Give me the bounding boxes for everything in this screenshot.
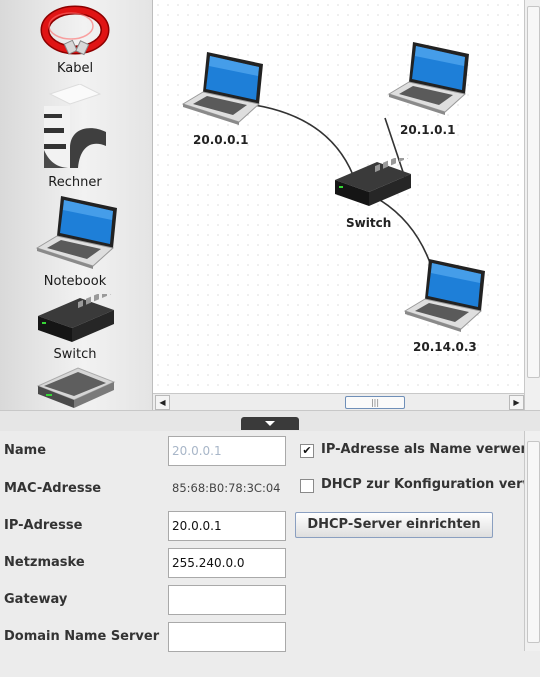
computer-icon <box>44 84 106 168</box>
properties-vertical-scrollbar[interactable] <box>524 431 540 651</box>
notebook-icon <box>35 196 117 269</box>
palette-item-switch[interactable]: Switch <box>0 292 150 364</box>
scrollbar-thumb[interactable] <box>527 441 540 643</box>
palette-item-kabel[interactable]: Kabel <box>0 2 150 82</box>
mac-address-value: 85:68:B0:78:3C:04 <box>172 481 281 495</box>
node-label: 20.1.0.1 <box>400 123 456 137</box>
switch-icon <box>335 150 412 206</box>
netmask-label: Netzmaske <box>4 555 85 570</box>
notebook-icon <box>387 42 469 115</box>
mac-address-label: MAC-Adresse <box>4 481 102 496</box>
ip-as-name-checkbox[interactable]: ✔ IP-Adresse als Name verwenden <box>300 441 540 461</box>
palette-item-router[interactable] <box>0 364 150 410</box>
node-label: 20.0.0.1 <box>193 133 249 147</box>
ip-as-name-label: IP-Adresse als Name verwenden <box>321 442 540 457</box>
netmask-field[interactable]: 255.240.0.0 <box>168 548 286 578</box>
switch-icon <box>38 294 115 342</box>
notebook-icon <box>181 52 263 125</box>
palette-label-rechner: Rechner <box>48 175 102 190</box>
notebook-node[interactable] <box>385 38 471 120</box>
scroll-left-arrow-icon[interactable]: ◀ <box>155 395 170 410</box>
checkbox-checked-icon[interactable]: ✔ <box>300 444 314 458</box>
canvas-horizontal-scrollbar[interactable]: ◀ ||| ▶ <box>153 393 524 411</box>
palette-label-switch: Switch <box>53 347 97 362</box>
dns-field[interactable] <box>168 622 286 652</box>
switch-node[interactable] <box>333 150 413 214</box>
node-label: Switch <box>346 216 392 230</box>
node-label: 20.14.0.3 <box>413 340 477 354</box>
palette-item-rechner[interactable]: Rechner <box>0 84 150 194</box>
collapse-panel-toggle[interactable] <box>241 417 299 430</box>
cable-link[interactable] <box>384 117 406 179</box>
name-label: Name <box>4 443 47 458</box>
ip-address-field[interactable]: 20.0.0.1 <box>168 511 286 541</box>
palette-item-notebook[interactable]: Notebook <box>0 190 150 290</box>
scroll-right-arrow-icon[interactable]: ▶ <box>509 395 524 410</box>
notebook-node[interactable] <box>401 255 487 337</box>
cable-icon <box>40 5 110 56</box>
network-canvas[interactable]: 20.0.0.1 20.1.0.1 Switch <box>153 0 524 393</box>
palette-label-kabel: Kabel <box>56 61 94 76</box>
dhcp-config-label: DHCP zur Konfiguration verwenden <box>321 477 540 492</box>
notebook-node[interactable] <box>179 48 265 130</box>
dns-label: Domain Name Server <box>4 629 160 644</box>
dhcp-config-checkbox[interactable]: DHCP zur Konfiguration verwenden <box>300 476 540 496</box>
gateway-label: Gateway <box>4 592 68 607</box>
ip-address-label: IP-Adresse <box>4 518 83 533</box>
router-icon <box>36 367 116 408</box>
gateway-field[interactable] <box>168 585 286 615</box>
scrollbar-thumb[interactable]: ||| <box>345 396 405 409</box>
cable-link[interactable] <box>247 103 354 176</box>
properties-panel: Name 20.0.0.1 MAC-Adresse 85:68:B0:78:3C… <box>0 431 540 677</box>
panel-splitter[interactable] <box>0 410 540 432</box>
scrollbar-thumb[interactable] <box>527 6 540 378</box>
notebook-icon <box>403 259 485 332</box>
checkbox-unchecked-icon[interactable] <box>300 479 314 493</box>
component-palette: Kabel Rechner Notebook <box>0 0 153 410</box>
dhcp-server-setup-button[interactable]: DHCP-Server einrichten <box>295 512 493 538</box>
canvas-vertical-scrollbar[interactable] <box>524 0 540 410</box>
name-field[interactable]: 20.0.0.1 <box>168 436 286 466</box>
palette-label-notebook: Notebook <box>43 274 107 289</box>
